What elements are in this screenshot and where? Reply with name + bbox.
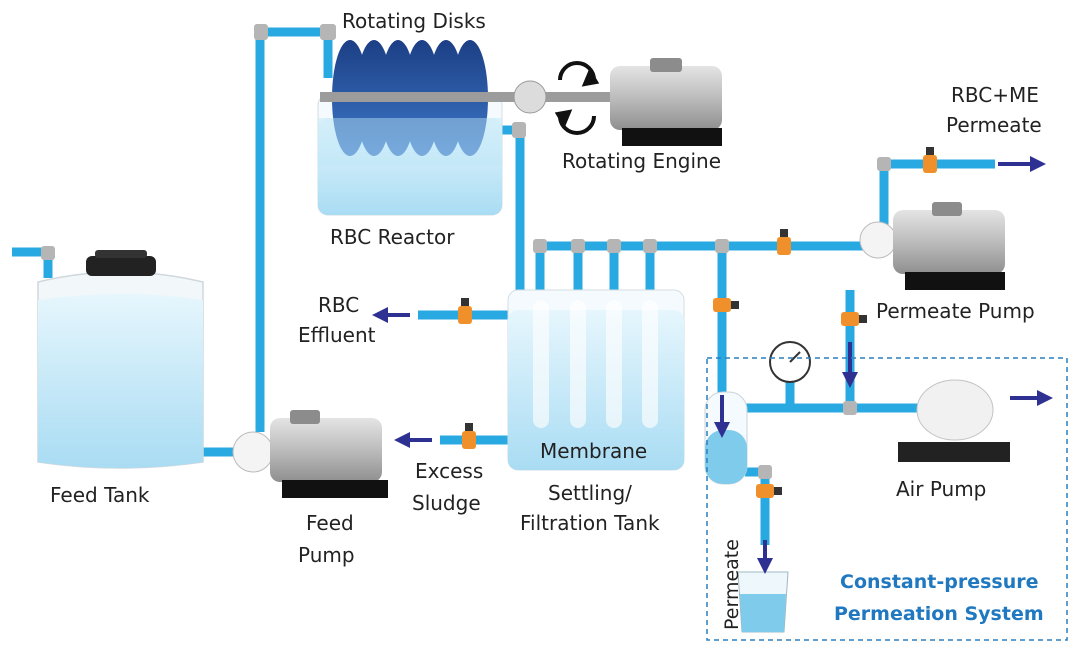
pressure-gauge [769, 341, 811, 383]
vessel-outlet-pipe [745, 467, 770, 545]
feed-tank [37, 250, 204, 469]
label-excess-sludge-line1: Excess [415, 459, 483, 483]
label-permeate-pump: Permeate Pump [876, 299, 1035, 323]
label-settling-line2: Filtration Tank [520, 511, 660, 535]
label-excess-sludge-line2: Sludge [412, 491, 481, 515]
settling-filtration-tank [507, 289, 685, 471]
valve-header [777, 237, 791, 255]
rotating-engine [610, 58, 722, 146]
valves [458, 147, 937, 498]
label-air-pump: Air Pump [896, 477, 986, 501]
label-feed-pump-line2: Pump [298, 543, 355, 567]
label-constant-pressure-line2: Permeation System [834, 603, 1044, 625]
label-rbc-me-line1: RBC+ME [951, 83, 1039, 107]
rotation-arrows [554, 61, 600, 135]
permeate-beaker [737, 571, 789, 633]
valve-effluent [458, 306, 472, 324]
label-permeate-vertical: Permeate [721, 539, 743, 630]
valve-branch [713, 298, 731, 312]
valve-vessel [756, 484, 774, 498]
label-rbc-me-line2: Permeate [946, 113, 1042, 137]
label-rbc-reactor: RBC Reactor [330, 225, 455, 249]
feed-tank-lid [86, 256, 156, 276]
valve-air [841, 312, 859, 326]
valve-outlet [923, 155, 937, 173]
label-rotating-engine: Rotating Engine [562, 149, 721, 173]
label-membrane: Membrane [540, 439, 647, 463]
feed-riser-pipe [255, 27, 333, 432]
membrane-modules [533, 300, 658, 428]
flow-arrows [372, 156, 1053, 574]
permeate-pump [859, 202, 1005, 290]
constant-pressure-system-boundary [706, 357, 1068, 641]
valve-sludge [462, 431, 476, 449]
label-rbc-effluent-line1: RBC [318, 293, 359, 317]
feed-pump [232, 410, 388, 498]
label-settling-line1: Settling/ [548, 481, 632, 505]
label-rbc-effluent-line2: Effluent [298, 323, 376, 347]
pipe-fittings [41, 24, 891, 479]
label-rotating-disks: Rotating Disks [342, 9, 486, 33]
rbc-reactor [317, 40, 620, 216]
label-feed-pump-line1: Feed [306, 511, 354, 535]
rotor-shaft [320, 92, 620, 102]
label-feed-tank: Feed Tank [50, 483, 150, 507]
label-constant-pressure-line1: Constant-pressure [840, 571, 1039, 593]
air-pump [898, 379, 1010, 462]
permeate-vessel [704, 391, 748, 485]
